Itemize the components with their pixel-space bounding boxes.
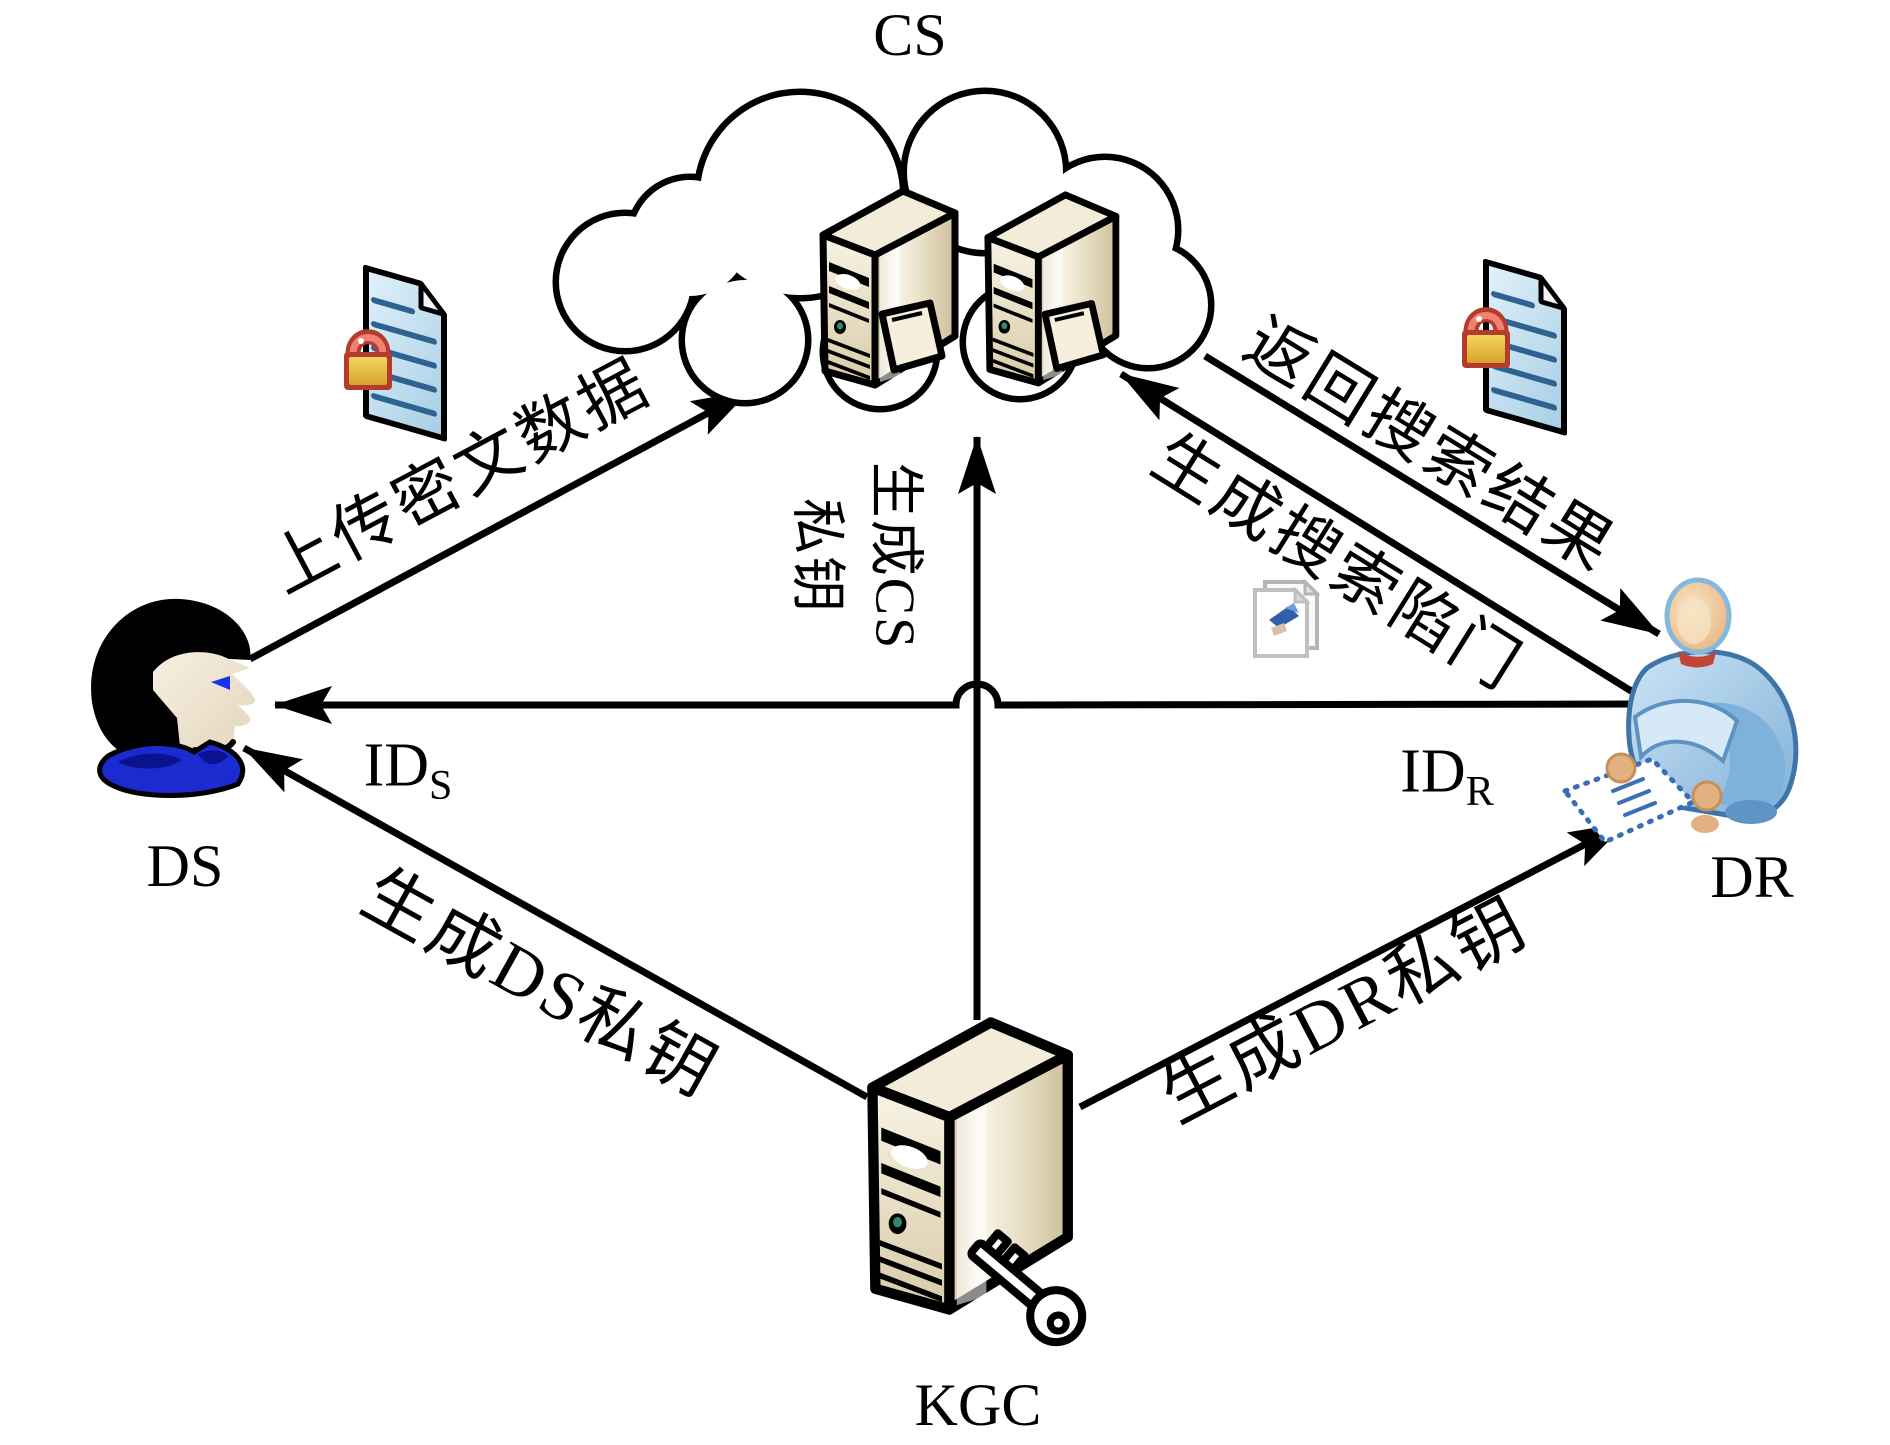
id-s-label: IDS <box>364 729 453 812</box>
trapdoor-document-icon <box>1253 578 1321 658</box>
arrow-upload-ciphertext <box>248 387 751 663</box>
cs-key-label: 生成CS 私钥 <box>777 462 934 651</box>
encrypted-document-icon-left <box>344 268 444 438</box>
id-s-sub: S <box>429 763 453 809</box>
encrypted-document-icon-right <box>1462 262 1564 432</box>
cs-node-label: CS <box>873 2 947 68</box>
ds-person-icon <box>91 598 256 798</box>
id-s-base: ID <box>363 731 430 800</box>
arrow-kgc-to-dr <box>1078 819 1628 1111</box>
arrow-return-results <box>1203 353 1661 637</box>
dr-node-label: DR <box>1710 844 1794 910</box>
id-r-sub: R <box>1465 769 1494 815</box>
id-r-label: IDR <box>1400 735 1493 818</box>
kgc-server-icon <box>872 1022 1067 1309</box>
key-icon <box>967 1229 1087 1347</box>
ds-node-label: DS <box>146 833 224 899</box>
cs-key-label-line2: 私钥 <box>785 498 847 614</box>
arrow-kgc-to-ds <box>242 744 869 1101</box>
arrow-trapdoor <box>1119 371 1646 702</box>
kgc-node-label: KGC <box>914 1372 1042 1438</box>
dr-person-icon <box>1560 577 1799 846</box>
id-r-base: ID <box>1400 737 1466 806</box>
cs-key-label-line1: 生成CS <box>863 461 926 651</box>
